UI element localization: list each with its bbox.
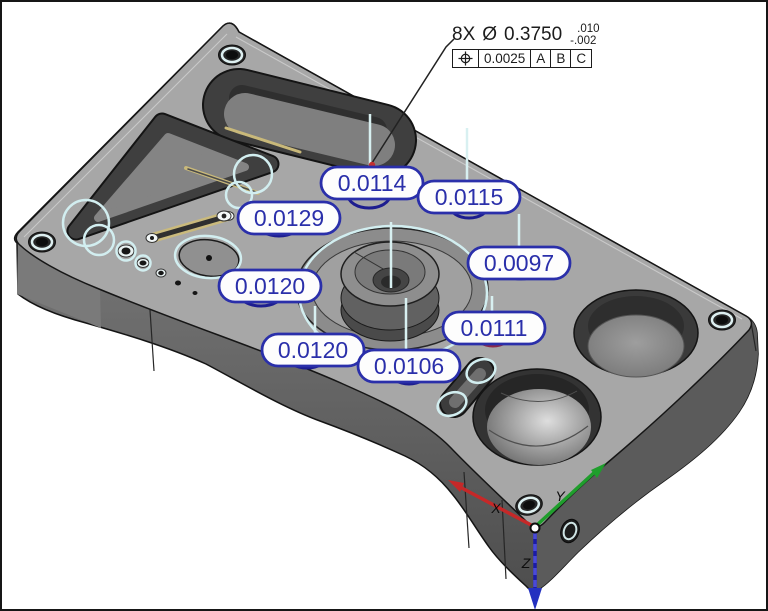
measurement-bubble-1[interactable]: 0.0114 bbox=[319, 165, 425, 201]
measurement-bubble-2[interactable]: 0.0115 bbox=[416, 179, 522, 215]
pocket-obround-top[interactable] bbox=[202, 68, 417, 177]
measurement-value: 0.0120 bbox=[235, 273, 305, 299]
hole-count: 8X bbox=[452, 24, 476, 45]
measurement-bubbles: 0.0114 0.0115 0.0129 0.0097 0.0120 0.011… bbox=[217, 165, 572, 384]
fcf-datum-c: C bbox=[570, 50, 591, 67]
x-axis[interactable] bbox=[459, 485, 534, 528]
measurement-bubble-5[interactable]: 0.0120 bbox=[217, 268, 323, 304]
measurement-value: 0.0129 bbox=[254, 205, 324, 231]
circular-boss-small[interactable] bbox=[177, 236, 241, 280]
measurement-bubble-7[interactable]: 0.0120 bbox=[260, 332, 366, 368]
small-holes-row[interactable] bbox=[117, 244, 198, 295]
z-axis-label: Z bbox=[521, 555, 531, 571]
pocket-triangle[interactable] bbox=[66, 112, 280, 241]
feature-control-frame[interactable]: 0.0025 A B C bbox=[452, 49, 593, 68]
slot-bottom-kidney[interactable] bbox=[439, 357, 495, 418]
x-axis-arrowhead bbox=[448, 480, 464, 492]
small-datum-point-center bbox=[221, 213, 227, 219]
measurement-value: 0.0097 bbox=[484, 250, 554, 276]
part-right-face[interactable] bbox=[535, 316, 758, 589]
fcf-tolerance: 0.0025 bbox=[478, 50, 530, 67]
measurement-value: 0.0114 bbox=[338, 170, 407, 196]
gdt-size-line: 8X Ø 0.3750 .010 -.002 bbox=[452, 23, 600, 47]
slot-groove-obround bbox=[224, 126, 302, 154]
fcf-datum-b: B bbox=[550, 50, 570, 67]
measurement-bubble-4[interactable]: 0.0097 bbox=[466, 245, 572, 281]
part-left-face[interactable] bbox=[17, 242, 101, 328]
measurement-bubble-6[interactable]: 0.0111 bbox=[441, 310, 547, 346]
measurement-value: 0.0120 bbox=[278, 337, 348, 363]
side-contour-lines bbox=[149, 309, 757, 589]
measurement-value: 0.0111 bbox=[461, 315, 528, 341]
hole-side-face[interactable] bbox=[557, 517, 582, 546]
measurement-bubble-3[interactable]: 0.0129 bbox=[236, 200, 342, 236]
measurement-value: 0.0106 bbox=[374, 353, 444, 379]
hole-bottom-spherical[interactable] bbox=[472, 368, 602, 466]
z-axis-arrowhead bbox=[528, 588, 542, 609]
measurement-bubble-8[interactable]: 0.0106 bbox=[356, 348, 462, 384]
triad-origin[interactable] bbox=[529, 522, 541, 534]
y-axis[interactable] bbox=[535, 468, 599, 527]
x-axis-label: X bbox=[490, 500, 501, 516]
nominal-size: 0.3750 bbox=[504, 24, 563, 45]
position-symbol-icon bbox=[453, 50, 478, 67]
measurement-leader-lines bbox=[313, 114, 521, 352]
measurement-value: 0.0115 bbox=[435, 184, 504, 210]
fcf-datum-a: A bbox=[530, 50, 550, 67]
y-axis-label: Y bbox=[555, 488, 566, 504]
corner-counterbore-holes[interactable] bbox=[28, 44, 736, 518]
lower-tolerance: -.002 bbox=[570, 35, 597, 47]
gdt-callout[interactable]: 8X Ø 0.3750 .010 -.002 0.0025 A B C bbox=[452, 23, 600, 71]
coordinate-triad[interactable]: X Y Z bbox=[448, 463, 606, 609]
upper-tolerance: .010 bbox=[577, 23, 600, 35]
y-axis-arrowhead bbox=[591, 463, 606, 478]
tolerance-stack: .010 -.002 bbox=[570, 23, 599, 47]
gdt-leader-line bbox=[371, 38, 455, 164]
edge-chamfer-highlights bbox=[23, 33, 743, 320]
diameter-symbol: Ø bbox=[482, 24, 498, 45]
hole-top-right[interactable] bbox=[573, 289, 699, 378]
